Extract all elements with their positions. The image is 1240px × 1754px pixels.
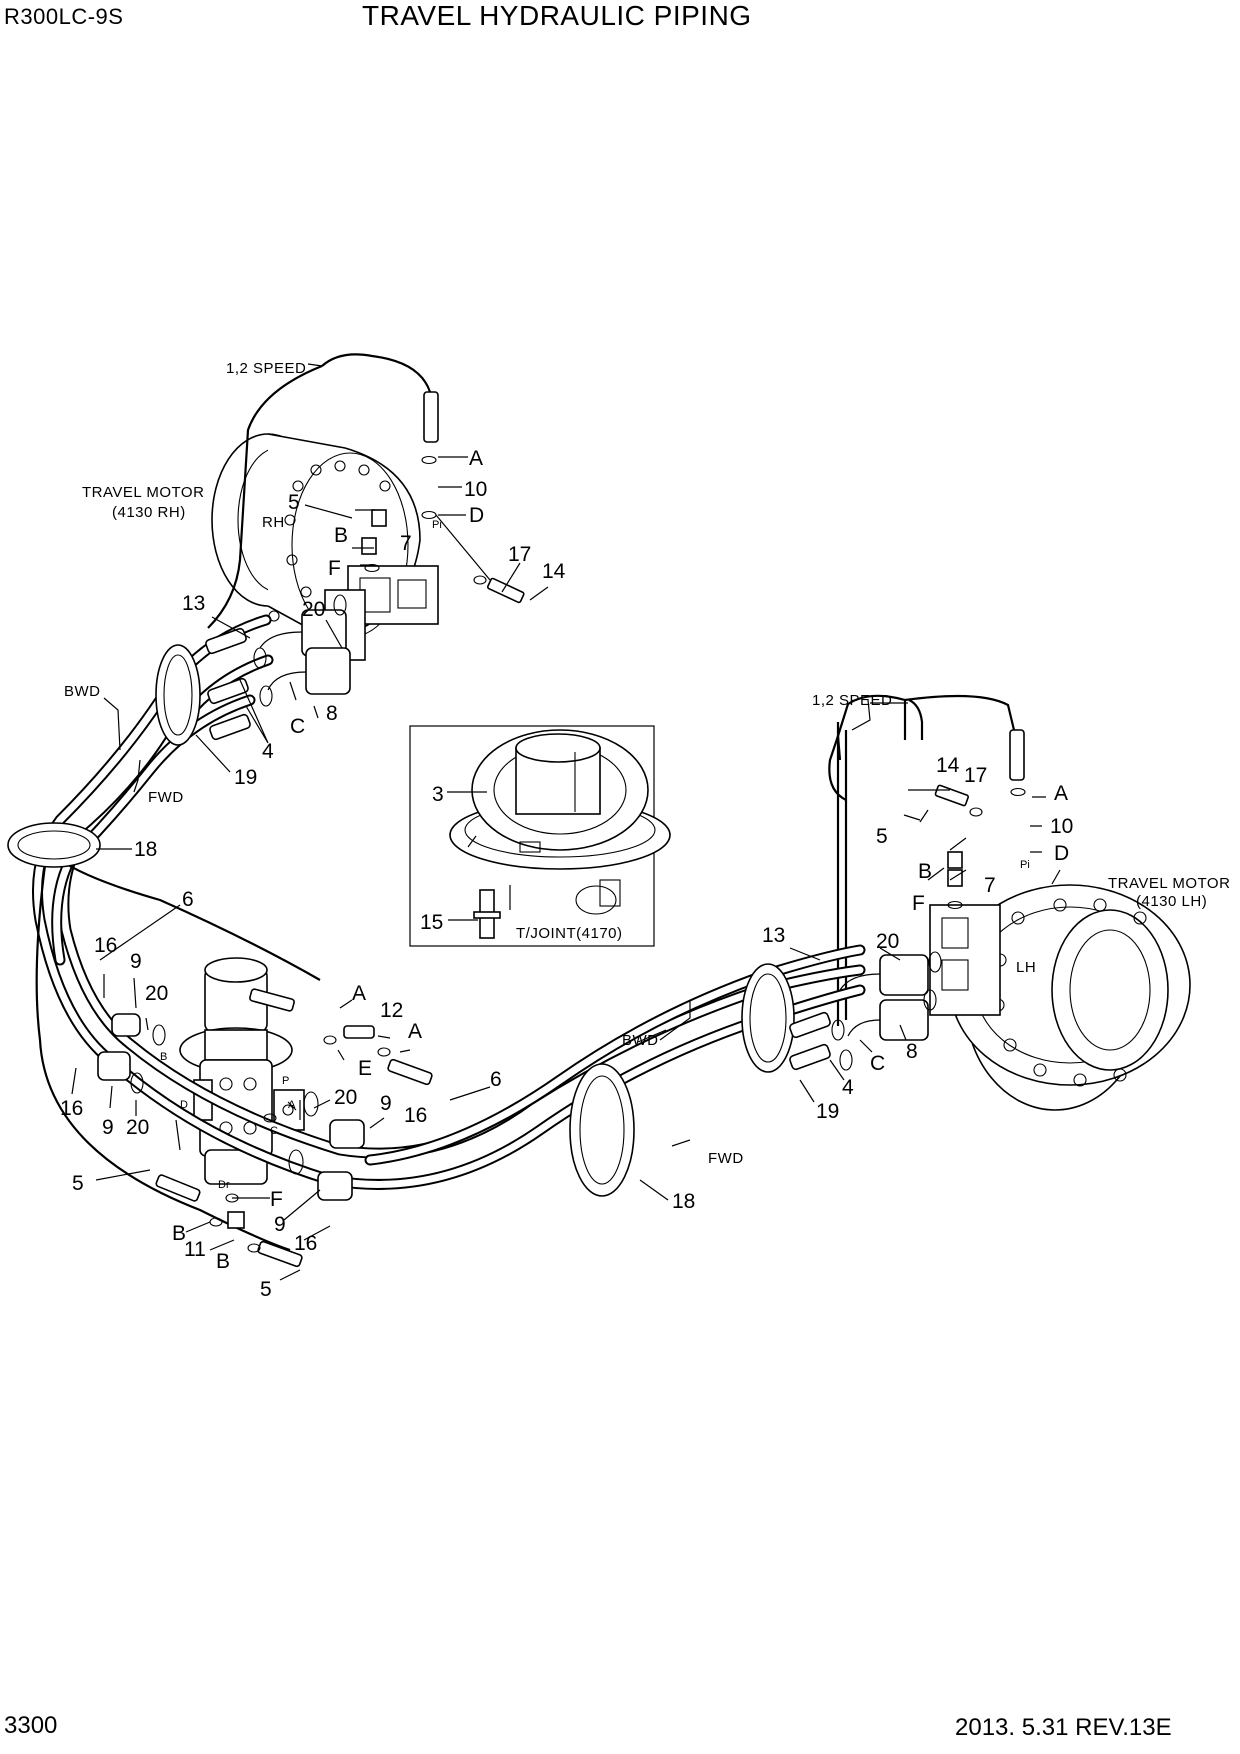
rh-label: RH: [262, 514, 285, 531]
model-code: R300LC-9S: [4, 4, 124, 29]
speed-label-rh: 1,2 SPEED: [226, 360, 306, 377]
callout-10-2: 10: [1050, 815, 1073, 838]
callout-20-c: 20: [334, 1086, 357, 1109]
port-p-label: P: [282, 1075, 289, 1087]
callout-a: A: [469, 447, 483, 470]
callout-c-2: C: [870, 1052, 885, 1075]
callout-5-2: 5: [260, 1278, 272, 1301]
motor-rh-label-1: TRAVEL MOTOR: [82, 484, 204, 501]
callout-a-2: A: [352, 982, 366, 1005]
motor-lh-label-2: (4130 LH): [1136, 893, 1207, 910]
speed-pipe-rh: [321, 353, 432, 410]
port-b-label: B: [160, 1051, 167, 1063]
callout-5-4: 5: [876, 825, 888, 848]
callout-b: B: [334, 524, 348, 547]
callout-a-3: A: [408, 1020, 422, 1043]
page-number: 3300: [4, 1712, 58, 1739]
callout-d: D: [469, 504, 484, 527]
callout-13-2: 13: [762, 924, 785, 947]
clamp-19-lh: [741, 963, 795, 1073]
callout-9-a: 9: [130, 950, 142, 973]
callout-f: F: [328, 557, 341, 580]
callout-6-2: 6: [490, 1068, 502, 1091]
callout-4: 4: [262, 740, 274, 763]
tjoint-label: T/JOINT(4170): [516, 925, 623, 942]
callout-a-4: A: [1054, 782, 1068, 805]
callout-17: 17: [508, 543, 531, 566]
callout-14-2: 14: [936, 754, 960, 777]
callout-3: 3: [432, 783, 444, 806]
callout-20-a: 20: [145, 982, 168, 1005]
callout-e: E: [358, 1057, 372, 1080]
callout-16-b: 16: [60, 1097, 83, 1120]
callout-5: 5: [288, 491, 300, 514]
callout-11: 11: [184, 1238, 206, 1261]
speed-pipe-lh: [908, 698, 924, 740]
callout-d-2: D: [1054, 842, 1069, 865]
callout-9-b: 9: [102, 1116, 114, 1139]
clamp-18-bottom: [569, 1063, 635, 1197]
callout-14: 14: [542, 560, 566, 583]
callout-10: 10: [464, 478, 487, 501]
callout-12: 12: [380, 999, 403, 1022]
clamp-19-rh: [155, 644, 201, 746]
callout-18: 18: [134, 838, 157, 861]
callout-19: 19: [234, 766, 257, 789]
callout-c: C: [290, 715, 305, 738]
callout-4-2: 4: [842, 1076, 854, 1099]
callout-16-c: 16: [404, 1104, 427, 1127]
callout-19-2: 19: [816, 1100, 839, 1123]
callout-18-2: 18: [672, 1190, 695, 1213]
callout-8-2: 8: [906, 1040, 918, 1063]
bwd-lower-label: BWD: [622, 1032, 659, 1049]
speed-pipe-rh-lower: [207, 364, 323, 629]
port-d-label: D: [180, 1099, 188, 1111]
travel-motor-lh: [839, 884, 1191, 1111]
callout-f-3: F: [912, 892, 925, 915]
leader-lines: [71, 363, 1061, 1281]
callout-20-b: 20: [126, 1116, 149, 1139]
motor-rh-label-2: (4130 RH): [112, 504, 186, 521]
callout-13: 13: [182, 592, 205, 615]
callout-6: 6: [182, 888, 194, 911]
motor-lh-label-1: TRAVEL MOTOR: [1108, 875, 1230, 892]
callout-labels: 1,2 SPEED TRAVEL MOTOR (4130 RH) RH 1,2 …: [60, 360, 1230, 1301]
callout-17-2: 17: [964, 764, 987, 787]
callout-9-c: 9: [380, 1092, 392, 1115]
lh-label: LH: [1016, 959, 1036, 976]
callout-16-a: 16: [94, 934, 117, 957]
callout-5-3: 5: [72, 1172, 84, 1195]
callout-20: 20: [302, 598, 325, 621]
tjoint-detail-inset: [409, 725, 671, 947]
callout-f-2: F: [270, 1188, 283, 1211]
callout-7-2: 7: [984, 874, 996, 897]
callout-b-2: B: [172, 1222, 186, 1245]
callout-b-4: B: [918, 860, 932, 883]
callout-8: 8: [326, 702, 338, 725]
pi-label-lh: Pi: [1020, 859, 1030, 871]
speed-label-lh: 1,2 SPEED: [812, 692, 892, 709]
callout-20-d: 20: [876, 930, 899, 953]
callout-15: 15: [420, 911, 443, 934]
revision-label: 2013. 5.31 REV.13E: [955, 1714, 1172, 1741]
port-a-label: A: [288, 1099, 296, 1111]
bwd-upper-label: BWD: [64, 683, 101, 700]
callout-7: 7: [400, 532, 412, 555]
callout-b-3: B: [216, 1250, 230, 1273]
port-c-label: C: [270, 1125, 278, 1137]
fwd-upper-label: FWD: [148, 789, 184, 806]
pi-label-rh: Pi: [432, 519, 442, 531]
fwd-lower-label: FWD: [708, 1150, 744, 1167]
clamp-18-left: [7, 822, 101, 868]
page-title: TRAVEL HYDRAULIC PIPING: [362, 0, 752, 31]
port-dr-label: Dr: [218, 1179, 230, 1191]
callout-9-d: 9: [274, 1213, 286, 1236]
callout-16-d: 16: [294, 1232, 317, 1255]
